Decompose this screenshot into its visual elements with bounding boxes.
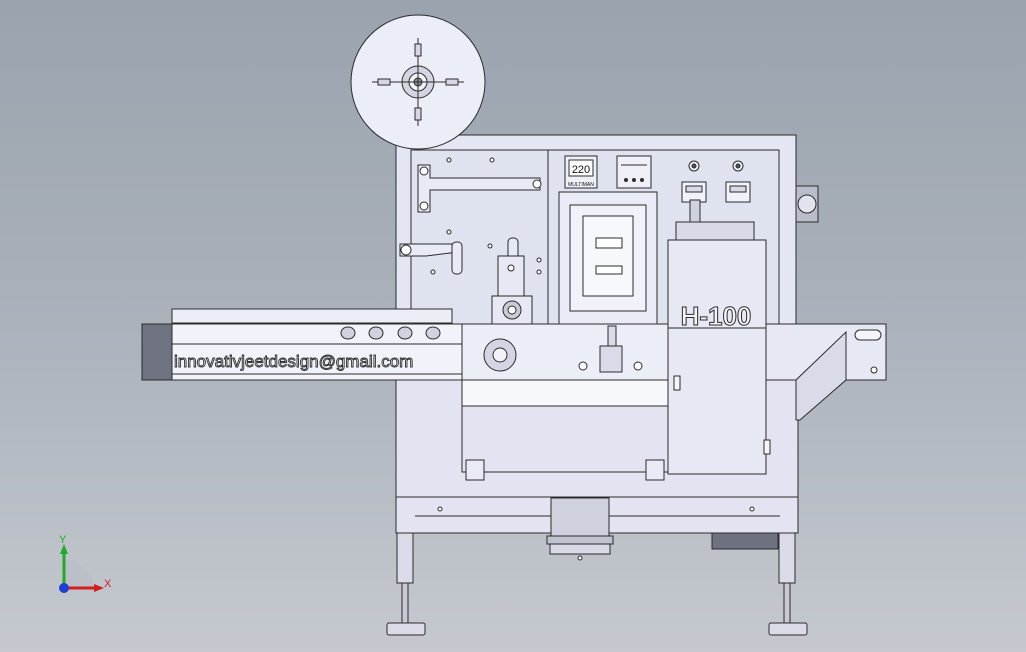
center-drive-block <box>461 323 669 381</box>
nameplate-cabinet <box>667 199 771 475</box>
sealing-jaw <box>491 237 542 325</box>
drive-motor <box>546 497 779 561</box>
outfeed-conveyor <box>765 323 887 421</box>
triad-y-label: Y <box>59 534 67 546</box>
machine-legs <box>386 496 808 636</box>
model-nameplate: H-100 <box>681 301 752 331</box>
film-reel <box>350 14 486 150</box>
electrical-panel: 220 MULTIMAN <box>558 155 751 325</box>
voltage-display: 220 <box>572 164 590 176</box>
infeed-conveyor <box>141 308 463 381</box>
film-tension-arms <box>399 157 542 275</box>
triad-z-axis <box>59 583 69 593</box>
voltage-caption: MULTIMAN <box>568 182 594 188</box>
side-knob <box>795 185 819 223</box>
triad-x-label: X <box>104 578 112 590</box>
designer-email: innovativjeetdesign@gmail.com <box>174 352 413 371</box>
coordinate-triad: X Y <box>59 534 112 593</box>
lower-body-panel <box>461 379 669 481</box>
